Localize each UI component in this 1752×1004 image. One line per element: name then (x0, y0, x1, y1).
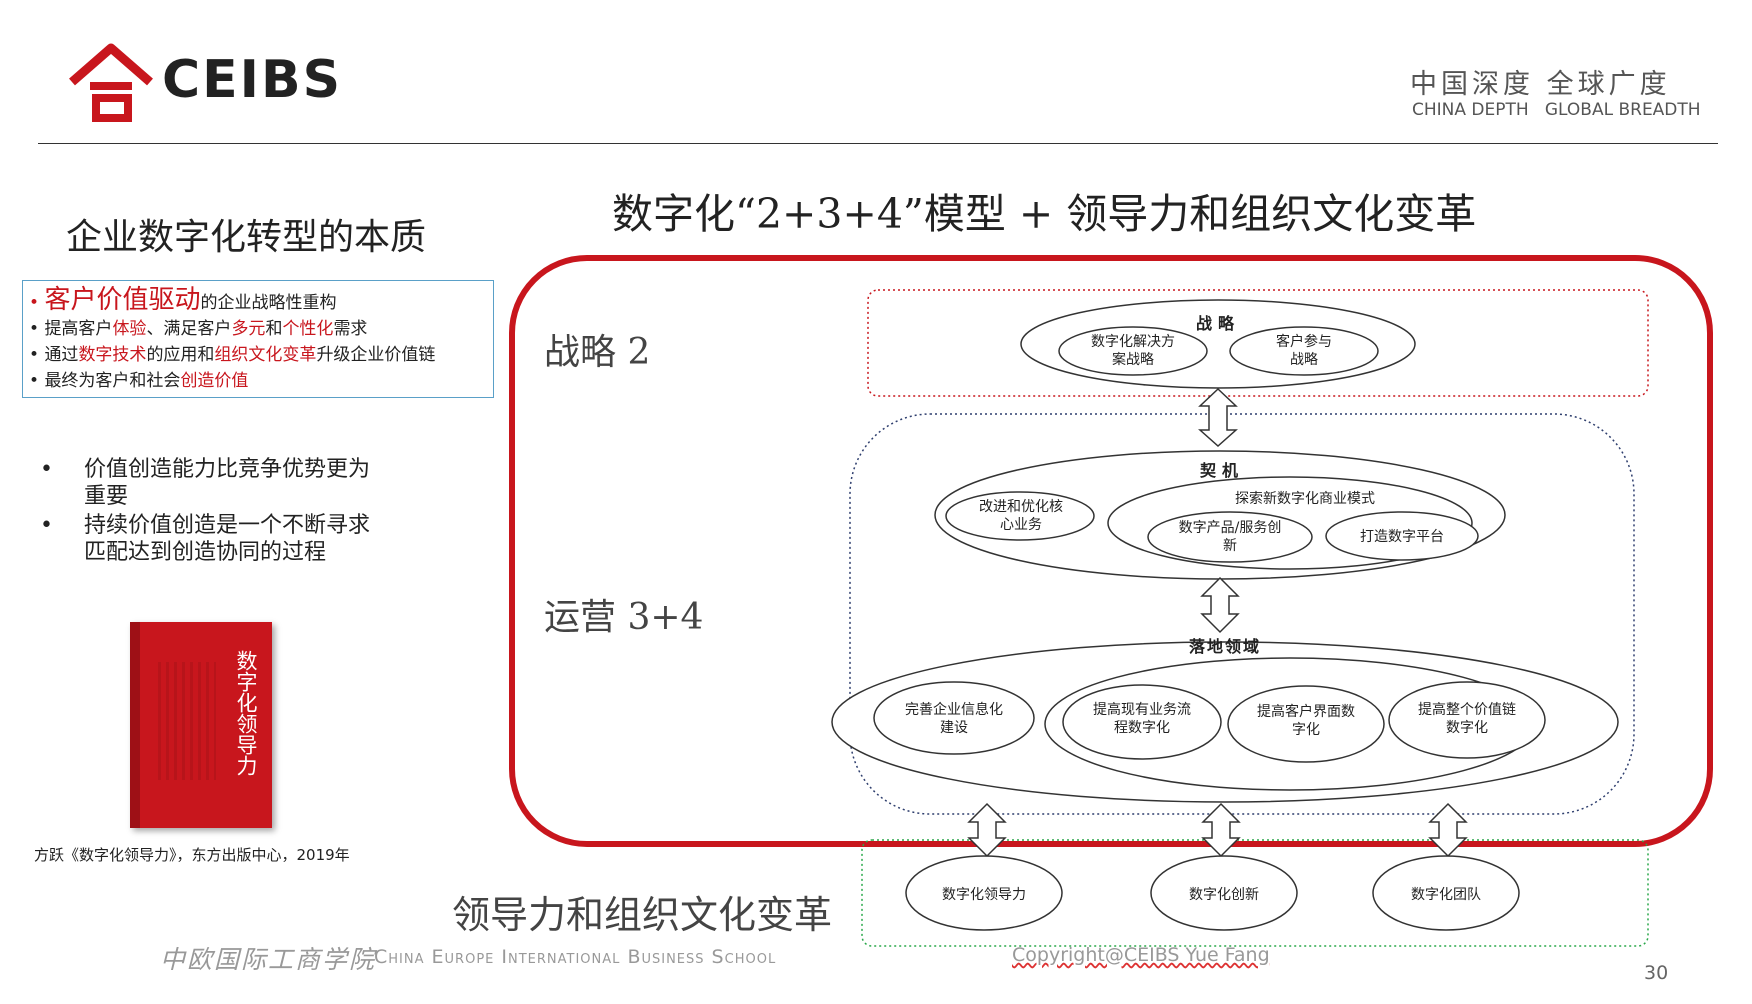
footer-school-cn: 中欧国际工商学院 (160, 945, 377, 974)
text: 和 (265, 319, 283, 339)
essence-line-2: • 提高客户体验、满足客户多元和个性化需求 (29, 319, 368, 339)
leadership-item-ellipse (1372, 855, 1520, 931)
text: 、满足客户 (146, 319, 232, 339)
leadership-item-1: 数字化领导力 (942, 887, 1026, 903)
model-frame (509, 255, 1713, 847)
domain-header: 落地领域 (1188, 637, 1261, 656)
text-highlight: 数字技术 (78, 345, 147, 365)
left-title: 企业数字化转型的本质 (66, 217, 427, 258)
domain-item-ellipse (1388, 681, 1546, 759)
strategy-item-ellipse (1058, 326, 1208, 376)
domain-item-3: 提高客户界面数字化 (1257, 704, 1355, 738)
ceibs-logo-icon (69, 43, 153, 122)
tagline-cn: 中国深度 全球广度 (1410, 69, 1671, 100)
domain-item-1: 完善企业信息化建设 (905, 702, 1003, 736)
bullet-text: 持续价值创造是一个不断寻求匹配达到创造协同的过程 (84, 513, 371, 565)
domain-item-ellipse (1062, 684, 1222, 760)
bullet-list: •价值创造能力比竞争优势更为重要 •持续价值创造是一个不断寻求匹配达到创造协同的… (40, 456, 370, 566)
text: 升级企业价值链 (316, 345, 436, 365)
text-highlight: 创造价值 (180, 371, 249, 391)
double-arrow-icon (1200, 576, 1240, 634)
footer-copyright: Copyright@CEIBS Yue Fang (1012, 944, 1270, 966)
strategy-item-2: 客户参与战略 (1276, 334, 1332, 368)
domain-item-ellipse (1227, 685, 1385, 763)
text-highlight: 体验 (112, 319, 147, 339)
text: 提高客户 (44, 319, 113, 339)
logo: CEIBS (66, 42, 376, 124)
domain-item-4: 提高整个价值链数字化 (1418, 702, 1516, 736)
explore-header: 探索新数字化商业模式 (1235, 491, 1375, 507)
essence-line-1: • 客户价值驱动的企业战略性重构 (29, 285, 337, 315)
explore-item-1: 数字产品/服务创新 (1178, 520, 1282, 554)
bullet-item: •持续价值创造是一个不断寻求匹配达到创造协同的过程 (40, 513, 371, 565)
text: 的应用和 (146, 345, 215, 365)
strategy-item-1: 数字化解决方案战略 (1091, 334, 1175, 368)
opportunity-left-item: 改进和优化核心业务 (979, 499, 1063, 533)
text: 最终为客户和社会 (44, 371, 181, 391)
book-cover: 数字化领导力 (130, 622, 272, 828)
tagline-en: CHINA DEPTH GLOBAL BREADTH (1412, 100, 1701, 120)
double-arrow-icon (1201, 802, 1241, 858)
explore-item-ellipse (1325, 511, 1479, 561)
bullet-text: 价值创造能力比竞争优势更为重要 (84, 457, 371, 509)
label-leadership: 领导力和组织文化变革 (452, 893, 833, 937)
bullet-item: •价值创造能力比竞争优势更为重要 (40, 457, 371, 509)
header-divider (38, 143, 1718, 144)
double-arrow-icon (967, 802, 1007, 858)
essence-box: • 客户价值驱动的企业战略性重构 • 提高客户体验、满足客户多元和个性化需求 •… (22, 280, 494, 398)
opportunity-item-ellipse (945, 491, 1095, 541)
opportunity-header: 契机 (1199, 461, 1244, 480)
label-operation: 运营 3+4 (544, 597, 704, 638)
leadership-item-ellipse (1150, 855, 1298, 931)
leadership-item-ellipse (905, 855, 1063, 931)
text: 需求 (333, 319, 368, 339)
domain-item-2: 提高现有业务流程数字化 (1093, 702, 1191, 736)
footer-school-en: China Europe International Business Scho… (374, 946, 777, 968)
page-number: 30 (1644, 962, 1669, 984)
text-highlight: 组织文化变革 (214, 345, 317, 365)
book-title: 数字化领导力 (234, 650, 258, 776)
domain-item-ellipse (873, 681, 1035, 755)
text-highlight: 个性化 (282, 319, 334, 339)
text-highlight: 多元 (231, 319, 266, 339)
strategy-header: 战略 (1195, 314, 1240, 333)
explore-item-2: 打造数字平台 (1360, 529, 1444, 545)
main-title: 数字化“2+3+4”模型 + 领导力和组织文化变革 (612, 190, 1477, 238)
strategy-box (867, 289, 1649, 397)
double-arrow-icon (1428, 802, 1468, 858)
book-caption: 方跃《数字化领导力》，东方出版中心，2019年 (34, 846, 350, 864)
logo-text: CEIBS (162, 50, 343, 110)
leadership-box (861, 839, 1649, 947)
explore-item-ellipse (1147, 511, 1313, 563)
label-strategy: 战略 2 (544, 332, 651, 373)
essence-line-1-rest: 的企业战略性重构 (200, 293, 337, 313)
essence-line-3: • 通过数字技术的应用和组织文化变革升级企业价值链 (29, 345, 436, 365)
leadership-item-2: 数字化创新 (1189, 887, 1259, 903)
essence-line-4: • 最终为客户和社会创造价值 (29, 371, 249, 391)
text: 通过 (44, 345, 79, 365)
operation-box (849, 413, 1635, 815)
leadership-item-3: 数字化团队 (1411, 887, 1481, 903)
strategy-item-ellipse (1229, 326, 1379, 376)
essence-highlight: 客户价值驱动 (44, 285, 201, 315)
double-arrow-icon (1198, 387, 1238, 448)
